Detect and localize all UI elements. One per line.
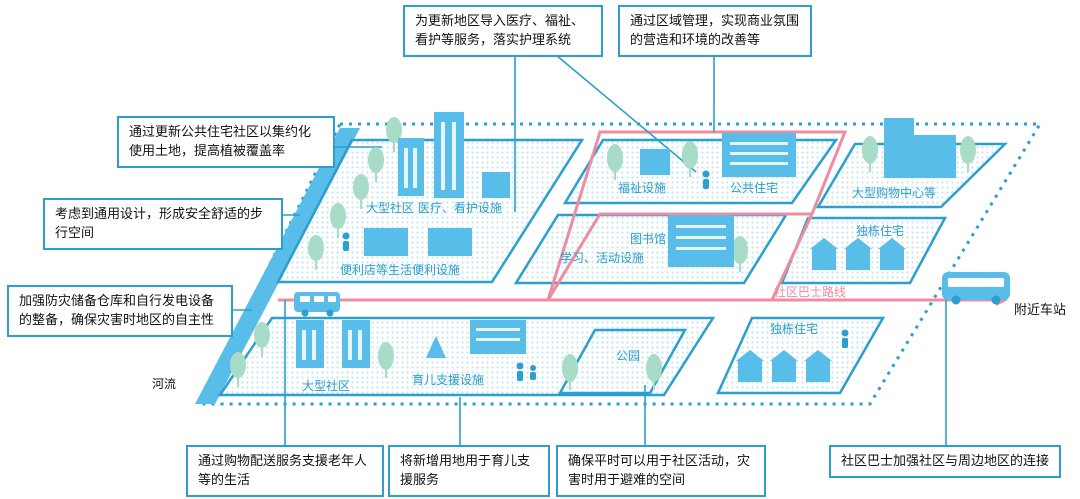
house-icon	[772, 360, 796, 382]
label-river: 河流	[152, 377, 176, 391]
person-icon	[342, 232, 350, 240]
callout-disaster: 加强防灾储备仓库和自行发电设备的整备，确保灾害时地区的自主性	[7, 285, 233, 337]
house-roof-icon	[804, 350, 832, 361]
house-roof-icon	[878, 238, 906, 249]
tree	[386, 117, 402, 143]
person-icon	[702, 170, 710, 178]
callout-community-bus: 社区巴士加强社区与周边地区的连接	[829, 445, 1061, 478]
label-large-community: 大型社区	[302, 378, 350, 393]
house-icon	[738, 360, 762, 382]
tower-building-icon	[434, 112, 464, 198]
tree	[353, 174, 369, 200]
house-roof-icon	[736, 350, 764, 361]
tower-building-icon	[398, 138, 424, 196]
callout-area-management: 通过区域管理，实现商业氛围的营造和环境的改善等	[618, 5, 812, 57]
person-icon	[516, 362, 524, 370]
tree	[308, 235, 324, 261]
callout-public-housing: 通过更新公共住宅社区以集约化使用土地，提高植被覆盖率	[117, 116, 335, 168]
leader-lines	[233, 54, 947, 445]
shop-building-icon	[364, 228, 408, 256]
mall-building-icon	[884, 118, 914, 178]
community-bus-icon	[942, 272, 1010, 305]
tree	[330, 203, 346, 229]
tree	[862, 136, 878, 164]
label-large-community-medical: 大型社区 医疗、看护设施	[366, 200, 502, 215]
tree	[368, 147, 384, 173]
tree	[732, 236, 748, 264]
library-building-icon	[668, 215, 734, 267]
label-welfare: 福祉设施	[618, 180, 666, 195]
medical-building-icon	[482, 172, 510, 198]
label-park: 公园	[616, 349, 640, 363]
callout-park: 确保平时可以用于社区活动，灾害时用于避难的空间	[556, 445, 766, 497]
tree	[960, 136, 976, 164]
label-bus-route: 社区巴士路线	[774, 284, 846, 299]
minibus-icon	[294, 292, 340, 317]
house-roof-icon	[844, 238, 872, 249]
house-icon	[846, 248, 870, 270]
tower-building-icon	[342, 320, 370, 368]
person-icon	[530, 365, 536, 371]
house-roof-icon	[810, 238, 838, 249]
callout-shopping-delivery: 通过购物配送服务支援老年人等的生活	[186, 445, 384, 497]
label-detached-north: 独栋住宅	[856, 223, 904, 238]
tree	[254, 322, 270, 348]
house-roof-icon	[770, 350, 798, 361]
tree	[378, 342, 394, 370]
tree	[562, 354, 578, 382]
tree	[646, 354, 662, 382]
tree	[682, 141, 698, 169]
label-convenience: 便利店等生活便利设施	[340, 263, 460, 277]
playground-icon	[426, 336, 446, 358]
label-nearby-station: 附近车站	[1014, 302, 1066, 318]
buildings	[296, 112, 956, 382]
house-icon	[806, 360, 830, 382]
label-detached-south: 独栋住宅	[770, 321, 818, 336]
welfare-building-icon	[640, 149, 670, 175]
label-library: 图书馆	[630, 231, 666, 246]
shop-building-icon	[428, 228, 472, 256]
person-icon	[841, 329, 849, 337]
mall-building-icon	[912, 135, 956, 178]
label-childcare: 育儿支援设施	[412, 372, 484, 387]
trees	[230, 117, 976, 382]
label-public-housing: 公共住宅	[730, 180, 778, 195]
house-icon	[812, 248, 836, 270]
label-mall: 大型购物中心等	[852, 185, 936, 200]
callout-medical: 为更新地区导入医疗、福祉、看护等服务，落实护理系统	[403, 5, 603, 57]
callout-childcare: 将新增用地用于育儿支援服务	[388, 445, 550, 497]
people-icons	[342, 170, 849, 381]
tree	[230, 352, 246, 378]
river	[195, 128, 360, 404]
tree	[607, 144, 623, 172]
label-library-sub: 学习、活动设施	[560, 250, 644, 265]
house-icon	[880, 248, 904, 270]
childcare-building-icon	[470, 320, 526, 354]
callout-walking-space: 考虑到通用设计，形成安全舒适的步行空间	[43, 198, 283, 250]
tower-building-icon	[296, 320, 324, 368]
